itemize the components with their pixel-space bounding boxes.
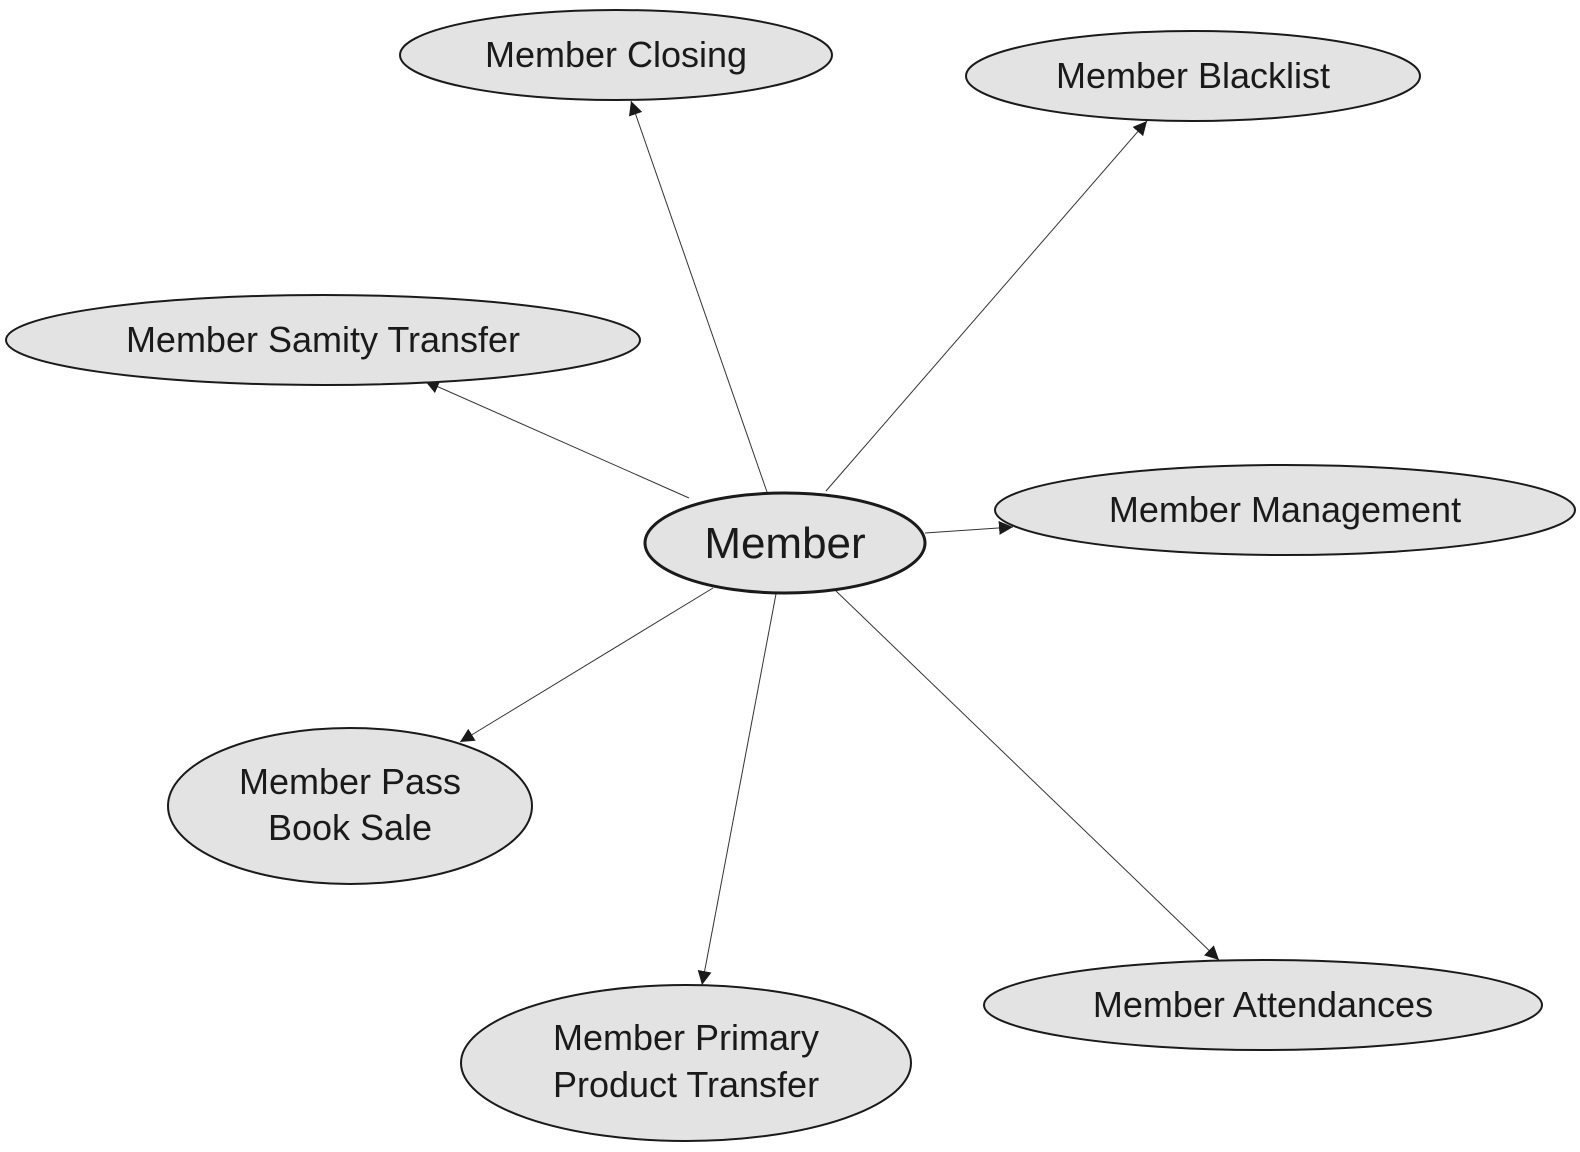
node-label: Book Sale (268, 807, 432, 848)
node-member-samity-transfer[interactable]: Member Samity Transfer (5, 294, 641, 386)
node-member-management[interactable]: Member Management (994, 464, 1576, 556)
node-member-blacklist[interactable]: Member Blacklist (965, 30, 1421, 122)
edge-member-to-primary-product-transfer (697, 593, 777, 986)
edge-member-to-management (924, 520, 1014, 535)
node-member-attendances[interactable]: Member Attendances (983, 959, 1543, 1051)
edges-group (424, 100, 1220, 986)
edge-member-to-attendances (835, 590, 1220, 961)
node-label: Member Primary (553, 1017, 819, 1058)
edge-member-to-samity-transfer (424, 380, 690, 499)
node-member-closing[interactable]: Member Closing (399, 9, 833, 101)
node-label: Member Samity Transfer (126, 319, 520, 360)
node-label: Member Closing (485, 34, 747, 75)
edge-member-to-pass-book-sale (459, 587, 714, 743)
edge-member-to-closing (628, 100, 768, 493)
center-label: Member (704, 519, 865, 568)
node-label: Member Attendances (1093, 984, 1433, 1025)
node-member-center[interactable]: Member (643, 491, 927, 595)
node-label: Member Management (1109, 489, 1461, 530)
node-label: Member Pass (239, 761, 461, 802)
node-label: Member Blacklist (1056, 55, 1330, 96)
node-label: Product Transfer (553, 1064, 819, 1105)
edge-member-to-blacklist (825, 120, 1148, 492)
node-member-primary-product-transfer[interactable]: Member Primary Product Transfer (460, 984, 912, 1142)
node-member-pass-book-sale[interactable]: Member Pass Book Sale (167, 727, 533, 885)
